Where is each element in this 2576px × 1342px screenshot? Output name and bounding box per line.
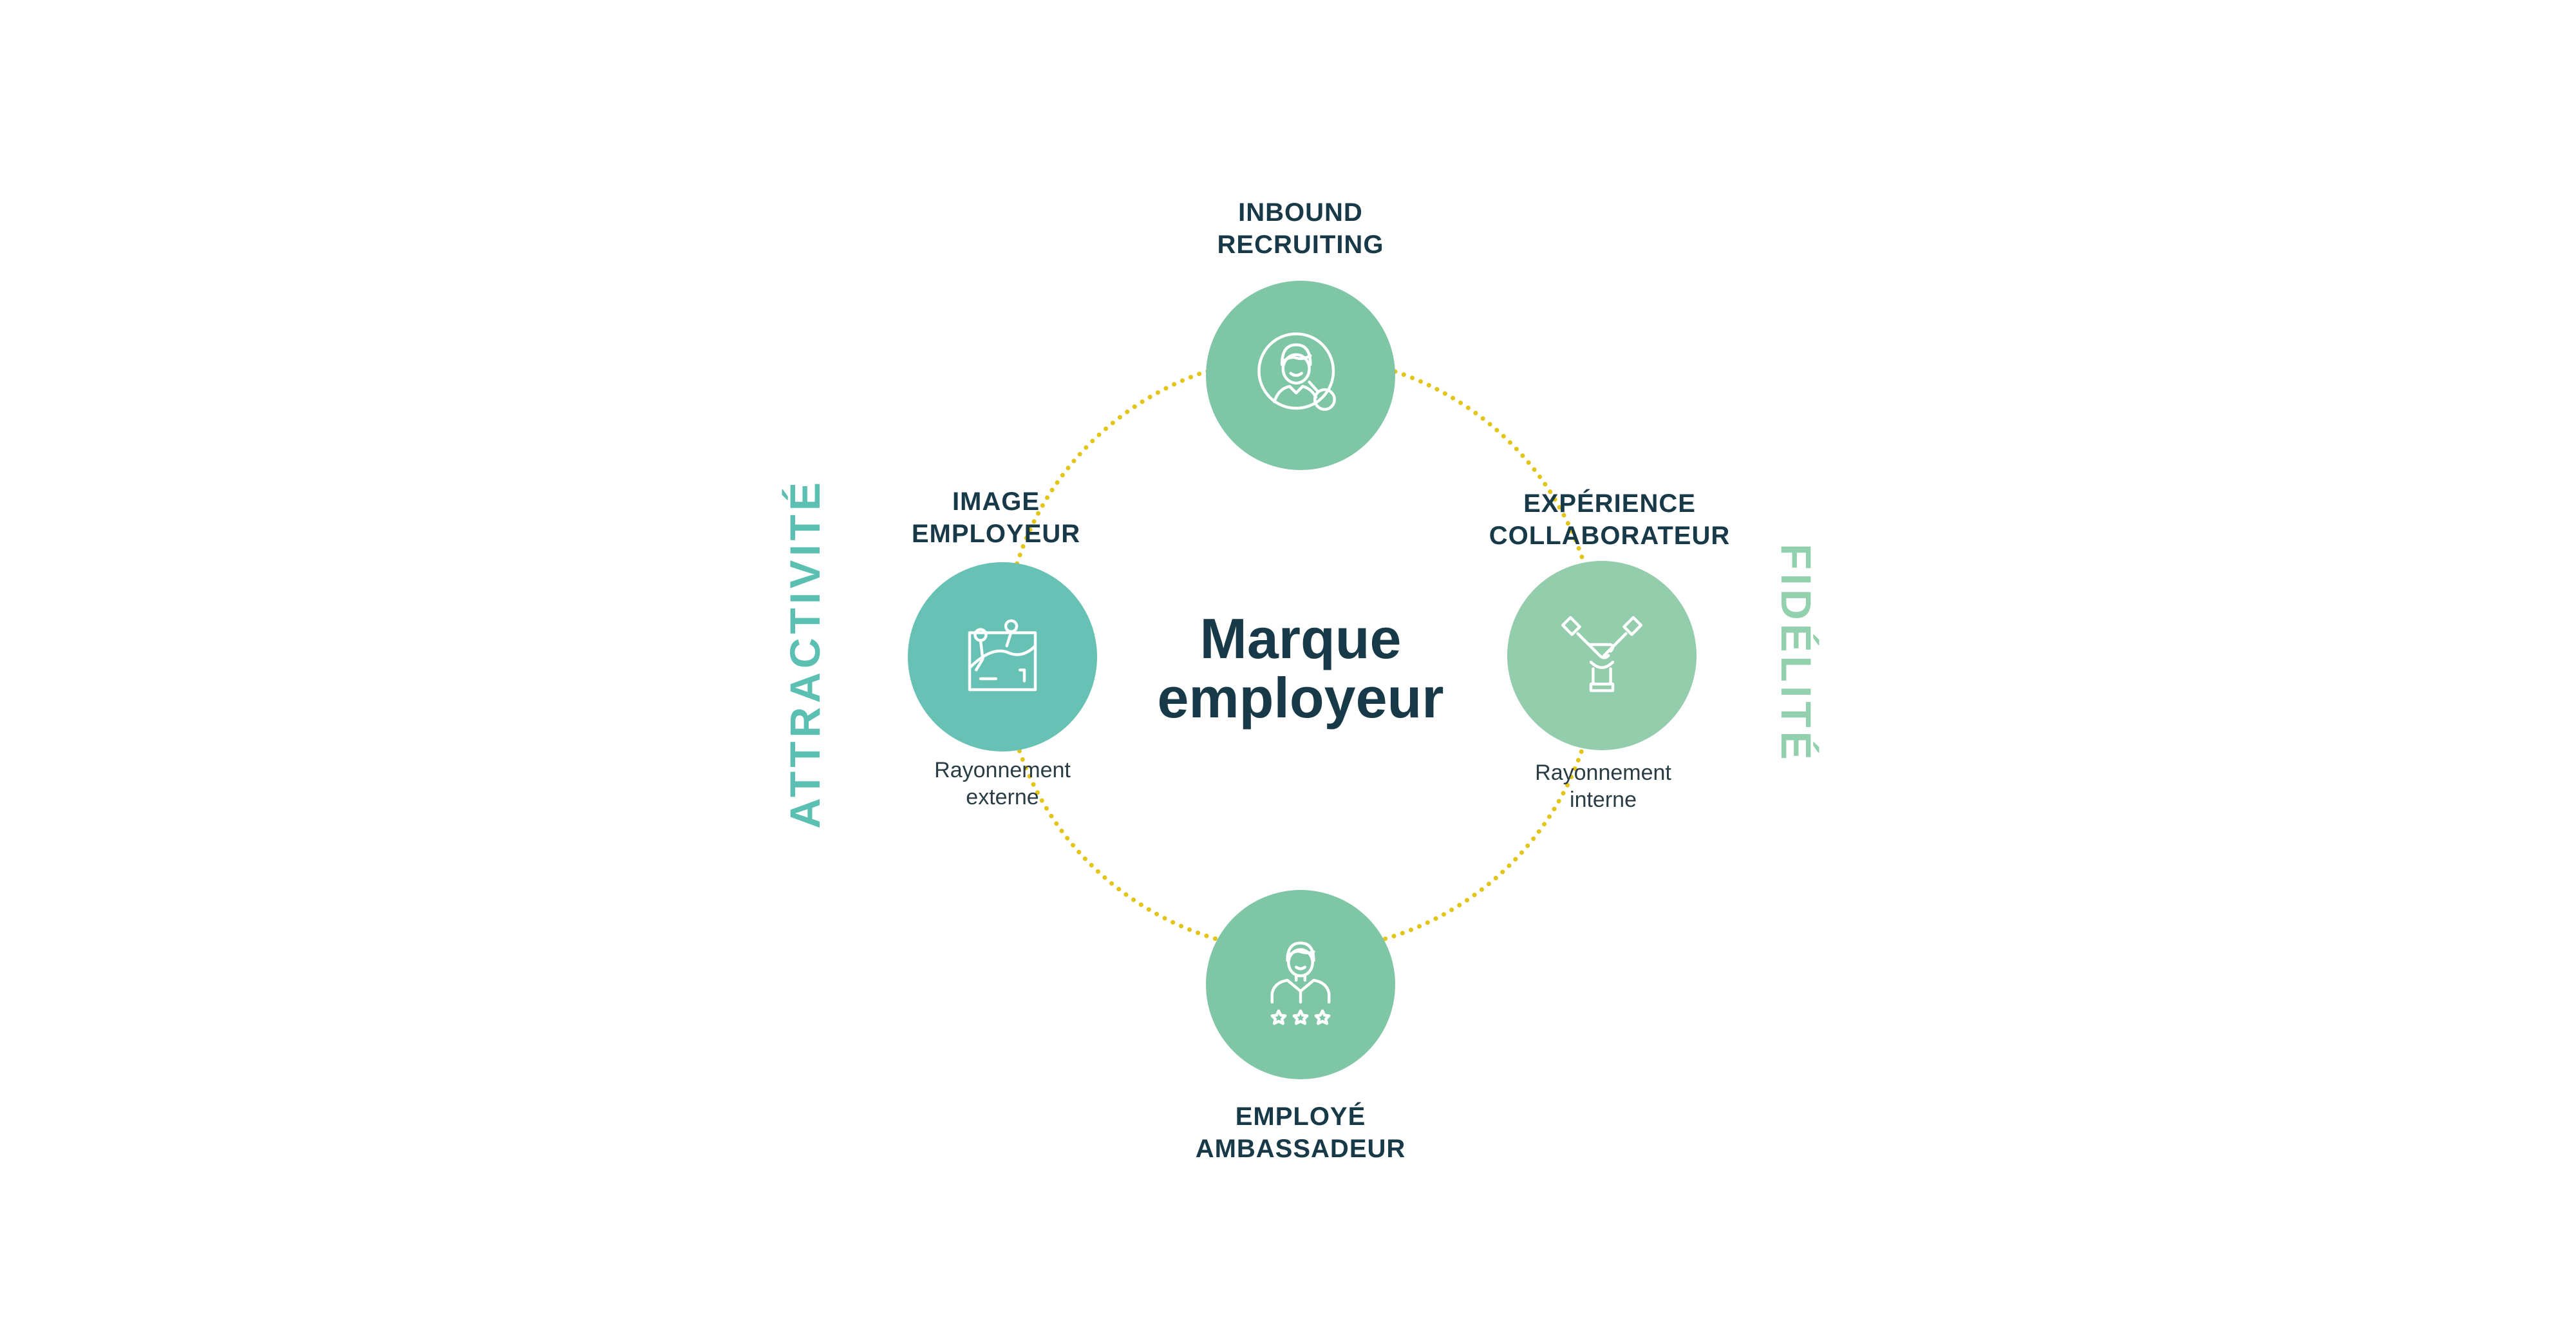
experience-collaborateur-label: EXPÉRIENCE COLLABORATEUR [1489,489,1731,550]
recruiter-search-icon [1257,332,1336,411]
experience-collaborateur-node [1507,561,1697,750]
inbound-recruiting-label: INBOUND RECRUITING [1217,198,1384,259]
rayonnement-externe-sublabel: Rayonnement externe [934,758,1071,809]
inbound-recruiting-node [1206,281,1395,470]
team-hands-icon [1561,616,1643,692]
rated-employee-icon [1270,941,1331,1025]
fidelite-side-label: FIDÉLITÉ [1772,543,1820,764]
employe-ambassadeur-label: EMPLOYÉ AMBASSADEUR [1195,1102,1406,1163]
image-employeur-label: IMAGE EMPLOYEUR [911,487,1081,548]
climbing-wall-icon [968,619,1037,692]
center-title: Marque employeur [1157,607,1444,730]
employe-ambassadeur-node [1206,890,1395,1079]
rayonnement-interne-sublabel: Rayonnement interne [1535,761,1671,812]
attractivite-side-label: ATTRACTIVITÉ [781,478,829,829]
image-employeur-node [908,562,1097,751]
